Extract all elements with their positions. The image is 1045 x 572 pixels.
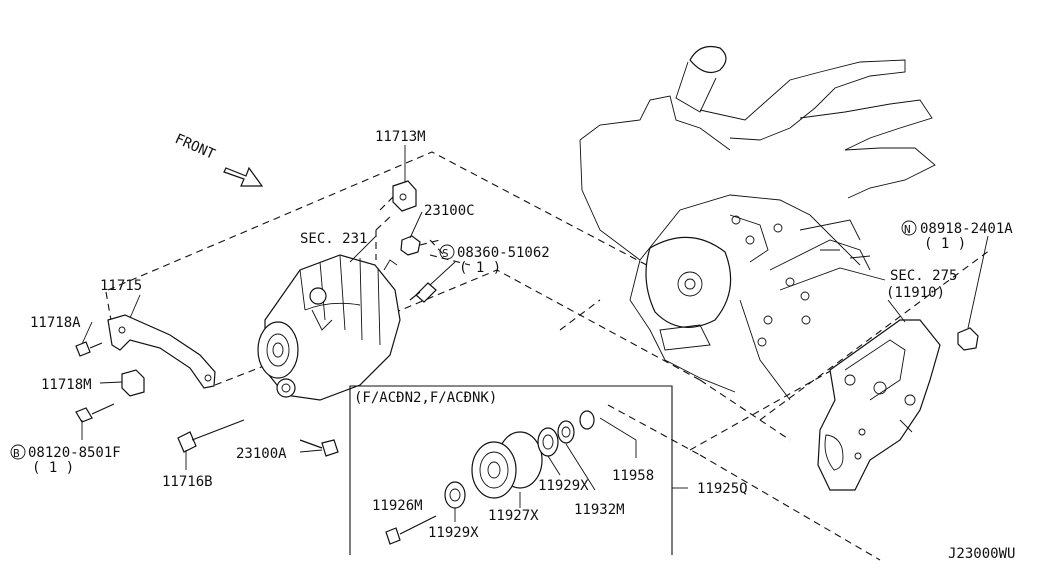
pulley-11927X — [471, 441, 517, 499]
compressor-bracket-illustration — [817, 319, 941, 491]
circle-s-letter: S — [442, 247, 449, 260]
dashed-outline — [105, 151, 991, 561]
label-08918-qty: ( 1 ) — [924, 236, 966, 252]
front-label: FRONT — [172, 131, 218, 163]
label-11958: 11958 — [612, 468, 654, 484]
inset-title: (F/ACĐN2,F/ACĐNK) — [354, 390, 497, 406]
label-23100A: 23100A — [236, 446, 287, 462]
washer-11929X-a — [537, 427, 559, 457]
bolt-23100A — [299, 439, 339, 457]
nut-23100C — [400, 235, 421, 256]
label-sec231: SEC. 231 — [300, 231, 367, 247]
bushing-hole — [399, 193, 407, 201]
label-08120-qty: ( 1 ) — [32, 460, 74, 476]
bushing-11713M — [392, 180, 417, 212]
label-23100C: 23100C — [424, 203, 475, 219]
engine-block-illustration — [579, 45, 936, 401]
front-arrow-icon — [223, 166, 264, 187]
circle-markers: S B N — [10, 220, 917, 460]
alternator-illustration — [257, 254, 401, 401]
label-11718M: 11718M — [41, 377, 92, 393]
label-11927X: 11927X — [488, 508, 539, 524]
leader-lines — [81, 145, 989, 470]
label-11718A: 11718A — [30, 315, 81, 331]
circle-b-letter: B — [13, 447, 20, 460]
label-11932M: 11932M — [574, 502, 625, 518]
bolt-11718A — [75, 341, 103, 357]
front-indicator: FRONT — [172, 131, 264, 187]
label-sec275: SEC. 275 — [890, 268, 957, 284]
circle-n-letter: N — [904, 223, 911, 236]
circle-n — [901, 220, 917, 236]
inset-box: (F/ACĐN2,F/ACĐNK) — [349, 385, 688, 555]
bolt-11926M — [385, 515, 437, 545]
bolt-11716B — [177, 419, 245, 453]
diagram-code: J23000WU — [948, 546, 1015, 562]
label-11926M: 11926M — [372, 498, 423, 514]
label-11716B: 11716B — [162, 474, 213, 490]
label-11910: (11910) — [886, 285, 945, 301]
bracket-hole — [204, 374, 212, 382]
washer-11932M — [557, 420, 575, 444]
label-11925Q: 11925Q — [697, 481, 748, 497]
circle-s — [439, 244, 455, 260]
nut-11958 — [579, 410, 595, 430]
bolt-08360 — [409, 282, 437, 303]
bolt-08120 — [75, 403, 115, 423]
bracket-11715 — [107, 314, 216, 389]
spacer-11718M — [121, 369, 145, 397]
bracket-hole — [118, 326, 126, 334]
washer-11929X-b — [444, 481, 466, 509]
label-08360: 08360-51062 — [457, 245, 550, 261]
label-08360-qty: ( 1 ) — [459, 260, 501, 276]
part-labels: 11713M 23100C SEC. 231 08360-51062 ( 1 )… — [28, 129, 1013, 541]
label-11713M: 11713M — [375, 129, 426, 145]
label-11929X-a: 11929X — [538, 478, 589, 494]
nut-08918 — [957, 327, 979, 351]
label-11929X-b: 11929X — [428, 525, 479, 541]
circle-b — [10, 444, 26, 460]
label-08120: 08120-8501F — [28, 445, 121, 461]
label-08918: 08918-2401A — [920, 221, 1013, 237]
label-11715: 11715 — [100, 278, 142, 294]
